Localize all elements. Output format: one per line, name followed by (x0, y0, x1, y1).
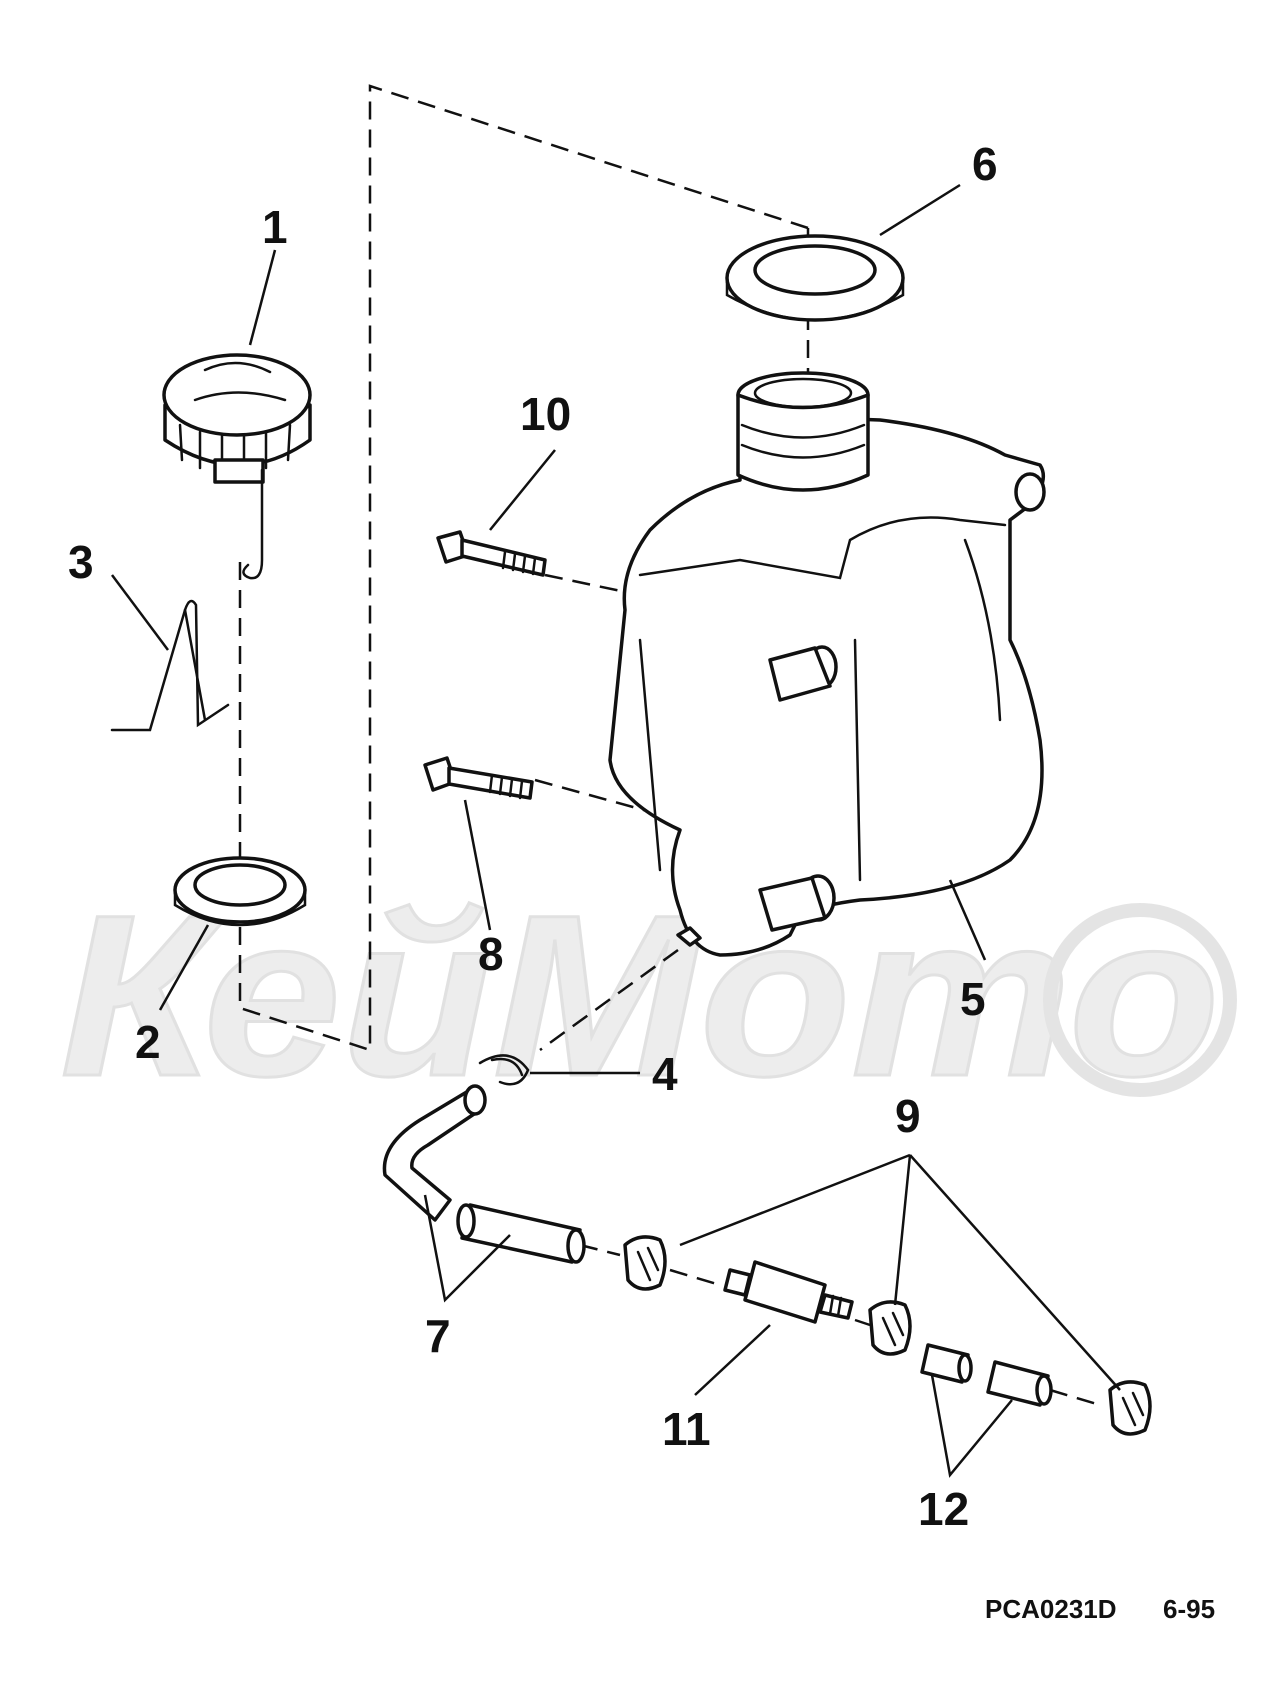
callout-1: 1 (262, 201, 288, 253)
callout-9: 9 (895, 1090, 921, 1142)
inline-fitting (723, 1260, 854, 1324)
cap-gasket (173, 856, 307, 927)
callout-7: 7 (425, 1310, 451, 1362)
lower-bolt (423, 756, 534, 800)
reservoir-tank (608, 371, 1046, 957)
callout-4: 4 (652, 1048, 678, 1100)
upper-bolt (436, 530, 547, 577)
filler-cap (162, 353, 312, 580)
neck-washer (725, 234, 905, 322)
callout-numbers: 1 3 2 4 5 6 7 8 9 10 11 12 (68, 138, 998, 1535)
callout-5: 5 (960, 973, 986, 1025)
callout-12: 12 (918, 1483, 969, 1535)
callout-2: 2 (135, 1016, 161, 1068)
callout-6: 6 (972, 138, 998, 190)
callout-8: 8 (478, 928, 504, 980)
clamps (623, 1235, 1152, 1436)
callout-10: 10 (520, 388, 571, 440)
callout-3: 3 (68, 536, 94, 588)
spring-clip (110, 599, 230, 732)
small-hoses (920, 1343, 1053, 1407)
figure-footer: PCA0231D 6-95 (985, 1594, 1215, 1624)
callout-11: 11 (662, 1403, 711, 1455)
figure-date: 6-95 (1163, 1594, 1215, 1624)
hose-clamp (478, 1054, 530, 1086)
hoses (382, 1084, 586, 1264)
leader-lines (110, 183, 1121, 1478)
figure-code: PCA0231D (985, 1594, 1117, 1624)
